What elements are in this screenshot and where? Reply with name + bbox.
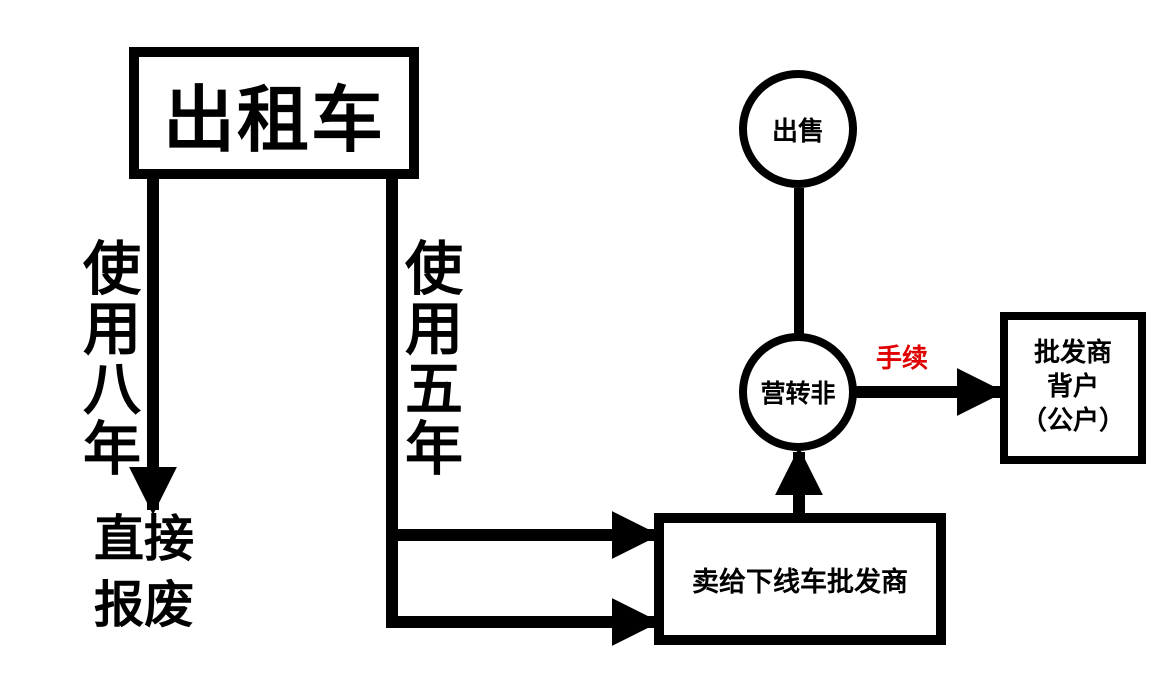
convert-label: 营转非 xyxy=(760,379,836,408)
account-label-line1: 批发商 xyxy=(1033,338,1112,369)
scrap-label-line2: 报废 xyxy=(94,576,194,634)
sale-node: 出售 xyxy=(739,70,857,188)
sale-label: 出售 xyxy=(771,116,824,147)
five-years-label: 使用五年 xyxy=(395,238,463,478)
account-node: 批发商 背户 （公户） xyxy=(1000,312,1146,464)
scrap-label-line1: 直接 xyxy=(94,510,194,568)
eight-years-label: 使用八年 xyxy=(73,238,141,478)
account-label-line3: （公户） xyxy=(1020,405,1125,436)
dealer-label: 卖给下线车批发商 xyxy=(692,566,908,598)
dealer-node: 卖给下线车批发商 xyxy=(654,513,946,645)
convert-node: 营转非 xyxy=(739,333,857,451)
taxi-label: 出租车 xyxy=(162,77,385,162)
taxi-node: 出租车 xyxy=(129,47,419,179)
procedure-label: 手续 xyxy=(876,344,929,374)
account-label-line2: 背户 xyxy=(1046,372,1099,403)
scrap-node: 直接 报废 xyxy=(94,506,224,638)
